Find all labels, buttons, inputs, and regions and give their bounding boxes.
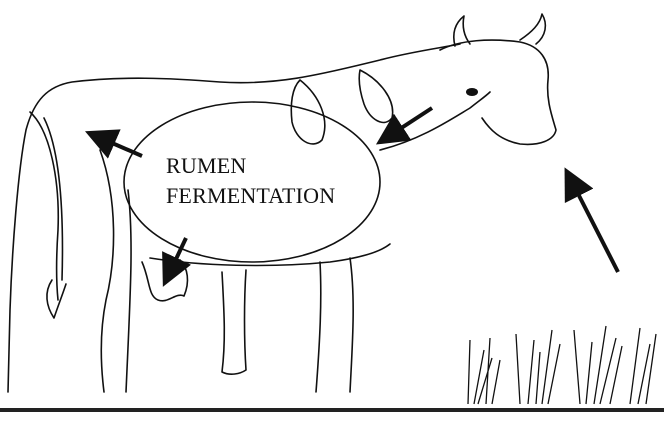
cow-udder	[142, 260, 187, 301]
cow-horn-right	[520, 14, 545, 44]
rumen-ellipse	[124, 102, 380, 262]
rumen-label-line2: FERMENTATION	[166, 183, 335, 209]
cow-hind-leg	[100, 150, 131, 392]
cow-front-leg-left	[222, 270, 246, 374]
cow-back-outline	[8, 44, 460, 392]
cow-eye	[466, 88, 478, 96]
cow-patch	[291, 80, 324, 144]
arrow-grass-to-mouth	[570, 178, 618, 272]
cow-patch	[359, 70, 392, 122]
cow-front-leg-right	[316, 258, 353, 392]
cow-head	[440, 40, 556, 144]
cow-neck	[380, 92, 490, 150]
cow-horn-left	[454, 16, 470, 46]
cow-belly	[150, 244, 390, 265]
rumen-label-line1: RUMEN	[166, 153, 246, 179]
grass-tufts	[468, 326, 656, 404]
arrow-to-hindquarter	[96, 136, 142, 156]
cow-tail	[30, 112, 62, 300]
